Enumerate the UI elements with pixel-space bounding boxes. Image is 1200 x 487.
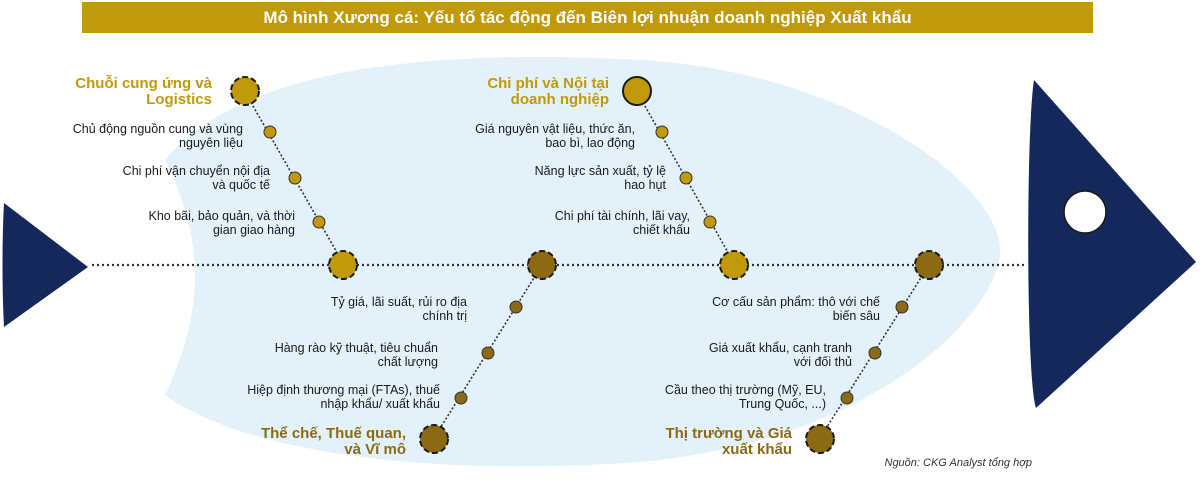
factor-line: nguyên liệu	[179, 136, 243, 150]
category-line: Chi phí và Nội tại	[487, 75, 609, 92]
factor-label: Giá nguyên vật liệu, thức ăn, bao bì, la…	[475, 122, 635, 150]
category-line: và Vĩ mô	[344, 441, 406, 458]
factor-line: bao bì, lao động	[545, 136, 635, 150]
category-line: Thể chế, Thuế quan,	[260, 425, 406, 442]
factor-label: Kho bãi, bảo quản, và thời gian giao hàn…	[149, 209, 296, 237]
factor-dot	[509, 300, 523, 314]
category-line: xuất khẩu	[721, 441, 792, 458]
factor-dot	[454, 391, 468, 405]
factor-label: Năng lực sản xuất, tỷ lệ hao hụt	[535, 164, 666, 192]
fish-eye	[1063, 190, 1107, 234]
factor-line: Hàng rào kỹ thuật, tiêu chuẩn	[274, 341, 438, 355]
diagram-title: Mô hình Xương cá: Yếu tố tác động đến Bi…	[82, 2, 1093, 33]
factor-line: Năng lực sản xuất, tỷ lệ	[534, 164, 666, 178]
spine-node-3	[719, 250, 749, 280]
factor-dot	[481, 346, 495, 360]
factor-label: Giá xuất khẩu, cạnh tranh với đối thủ	[709, 341, 852, 369]
category-line: Logistics	[146, 91, 212, 108]
branch-bone-2	[636, 91, 735, 264]
factor-line: nhập khẩu/ xuất khẩu	[320, 397, 440, 411]
category-line: Thị trường và Giá	[665, 425, 792, 442]
fish-tail	[2, 203, 88, 327]
factor-dot	[679, 171, 693, 185]
factor-label: Chi phí vận chuyển nội địa và quốc tế	[123, 164, 270, 192]
category-label-supply-chain: Chuỗi cung ứng và Logistics	[75, 76, 212, 108]
factor-label: Cơ cấu sản phẩm: thô với chế biến sâu	[712, 295, 880, 323]
factor-label: Chủ động nguồn cung và vùng nguyên liệu	[73, 122, 243, 150]
factor-line: Trung Quốc, ...)	[738, 397, 826, 411]
factor-line: biến sâu	[832, 309, 880, 323]
category-node-4	[805, 424, 835, 454]
fish-body	[165, 56, 1000, 467]
factor-dot	[895, 300, 909, 314]
factor-label: Chi phí tài chính, lãi vay, chiết khấu	[555, 209, 690, 237]
branch-bone-1	[244, 91, 344, 264]
spine-node-1	[328, 250, 358, 280]
factor-label: Hiệp định thương mại (FTAs), thuế nhập k…	[247, 383, 440, 411]
factor-dot	[288, 171, 302, 185]
category-node-1	[230, 76, 260, 106]
factor-dot	[312, 215, 326, 229]
factor-line: chiết khấu	[633, 223, 690, 237]
factor-line: chính trị	[422, 309, 467, 323]
factor-dot	[703, 215, 717, 229]
factor-line: chất lượng	[377, 355, 438, 369]
factor-line: hao hụt	[624, 178, 666, 192]
factor-dot	[868, 346, 882, 360]
factor-line: Giá xuất khẩu, cạnh tranh	[708, 341, 852, 355]
factor-line: Chi phí vận chuyển nội địa	[122, 164, 270, 178]
factor-line: Hiệp định thương mại (FTAs), thuế	[247, 383, 440, 397]
factor-label: Hàng rào kỹ thuật, tiêu chuẩn chất lượng	[275, 341, 438, 369]
category-node-2	[622, 76, 652, 106]
factor-line: Cơ cấu sản phẩm: thô với chế	[712, 295, 880, 309]
factor-line: Cầu theo thị trường (Mỹ, EU,	[664, 383, 826, 397]
factor-line: Chủ động nguồn cung và vùng	[72, 122, 243, 136]
fish-head	[1028, 80, 1196, 408]
factor-line: gian giao hàng	[212, 223, 295, 237]
category-node-3	[419, 424, 449, 454]
factor-line: Kho bãi, bảo quản, và thời	[148, 209, 296, 223]
factor-line: Tỷ giá, lãi suất, rủi ro địa	[330, 295, 467, 309]
factor-line: với đối thủ	[793, 355, 852, 369]
factor-dot	[263, 125, 277, 139]
category-line: Chuỗi cung ứng và	[75, 75, 212, 92]
spine-node-2	[527, 250, 557, 280]
category-line: doanh nghiệp	[510, 91, 609, 108]
factor-label: Cầu theo thị trường (Mỹ, EU, Trung Quốc,…	[665, 383, 826, 411]
source-note: Nguồn: CKG Analyst tổng hợp	[884, 457, 1033, 469]
factor-label: Tỷ giá, lãi suất, rủi ro địa chính trị	[331, 295, 467, 323]
factor-dot	[655, 125, 669, 139]
factor-line: Chi phí tài chính, lãi vay,	[554, 209, 690, 223]
factor-line: và quốc tế	[212, 178, 270, 192]
factor-line: Giá nguyên vật liệu, thức ăn,	[475, 122, 635, 136]
category-label-policy-macro: Thể chế, Thuế quan, và Vĩ mô	[261, 426, 406, 458]
category-label-cost-internal: Chi phí và Nội tại doanh nghiệp	[487, 76, 609, 108]
spine-node-4	[914, 250, 944, 280]
factor-dot	[840, 391, 854, 405]
category-label-market-price: Thị trường và Giá xuất khẩu	[665, 426, 792, 458]
